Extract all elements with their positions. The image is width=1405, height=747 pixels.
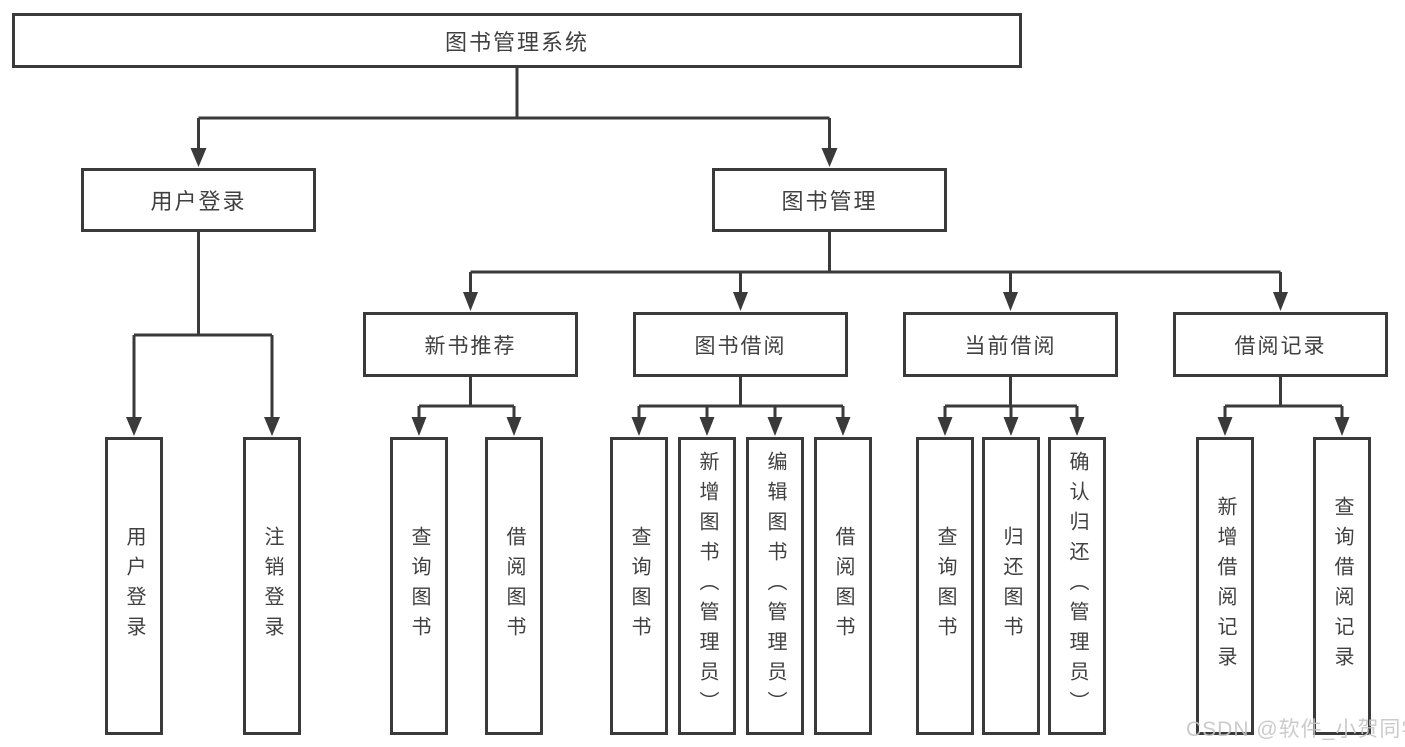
node-book-borrow: 图书借阅 <box>633 312 848 377</box>
leaf-label: 借阅图书 <box>503 526 525 646</box>
leaf-label: 确认归还（管理员） <box>1066 451 1088 721</box>
node-book-management: 图书管理 <box>712 168 947 232</box>
leaf-records-query-record: 查询借阅记录 <box>1313 437 1371 735</box>
leaf-borrow-borrow-books: 借阅图书 <box>814 437 872 735</box>
leaf-label: 编辑图书（管理员） <box>764 451 786 721</box>
node-current-borrow: 当前借阅 <box>903 312 1118 377</box>
leaf-label: 查询图书 <box>934 526 956 646</box>
leaf-label: 查询借阅记录 <box>1331 496 1353 676</box>
leaf-current-query-books: 查询图书 <box>916 437 974 735</box>
node-root-system: 图书管理系统 <box>12 13 1022 68</box>
connector-records-to-leaves <box>1223 377 1344 418</box>
leaf-label: 借阅图书 <box>832 526 854 646</box>
leaf-label: 新增图书（管理员） <box>696 451 718 721</box>
leaf-label: 用户登录 <box>123 526 145 646</box>
leaf-label: 查询图书 <box>628 526 650 646</box>
connector-login-to-leaves <box>132 232 274 418</box>
leaf-logout: 注销登录 <box>243 437 301 735</box>
node-borrow-records: 借阅记录 <box>1173 312 1388 377</box>
leaf-label: 归还图书 <box>1000 526 1022 646</box>
leaf-label: 查询图书 <box>408 526 430 646</box>
connector-recommend-to-leaves <box>417 377 516 418</box>
leaf-current-confirm-return-admin: 确认归还（管理员） <box>1048 437 1106 735</box>
connector-book-to-level2 <box>469 232 1282 293</box>
leaf-current-return-books: 归还图书 <box>982 437 1040 735</box>
csdn-watermark: CSDN @软件_小贺同学 <box>1186 718 1405 741</box>
leaf-borrow-query-books: 查询图书 <box>610 437 668 735</box>
connector-current-to-leaves <box>943 377 1079 418</box>
leaf-borrow-add-books-admin: 新增图书（管理员） <box>678 437 736 735</box>
leaf-user-login: 用户登录 <box>105 437 163 735</box>
leaf-label: 新增借阅记录 <box>1214 496 1236 676</box>
leaf-recommend-query-books: 查询图书 <box>390 437 448 735</box>
leaf-recommend-borrow-books: 借阅图书 <box>485 437 543 735</box>
connector-borrow-to-leaves <box>637 377 845 418</box>
leaf-borrow-edit-books-admin: 编辑图书（管理员） <box>746 437 804 735</box>
leaf-records-add-record: 新增借阅记录 <box>1196 437 1254 735</box>
leaf-label: 注销登录 <box>261 526 283 646</box>
node-user-login: 用户登录 <box>81 168 316 232</box>
node-new-book-recommend: 新书推荐 <box>363 312 578 377</box>
connector-root-to-level1 <box>197 68 831 149</box>
arrowheads <box>126 148 1350 436</box>
